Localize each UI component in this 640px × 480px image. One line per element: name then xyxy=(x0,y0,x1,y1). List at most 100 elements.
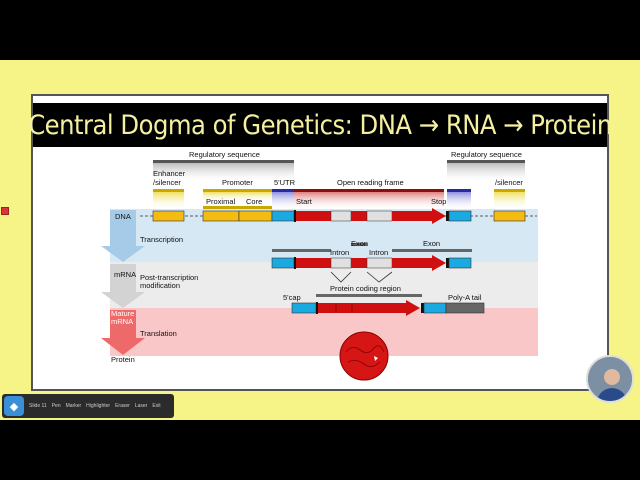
stop-label: Stop xyxy=(431,197,447,206)
dna-arrow xyxy=(101,210,145,262)
dna-label: DNA xyxy=(115,212,131,221)
mature-band xyxy=(110,308,538,356)
proximal-bar xyxy=(203,206,239,209)
core-bar xyxy=(239,206,272,209)
mature-label-1: Mature xyxy=(111,309,135,318)
slide-title-bar: Central Dogma of Genetics: DNA → RNA → P… xyxy=(28,103,612,147)
mature-utr3 xyxy=(423,302,447,314)
pcr-bar xyxy=(316,294,422,297)
protein-blob xyxy=(339,331,389,381)
dna-enhancer xyxy=(152,210,185,222)
protein-fold-line xyxy=(345,345,385,367)
core-label: Core xyxy=(246,197,263,206)
presenter-avatar-icon xyxy=(588,357,632,401)
enhancer-fade xyxy=(153,192,184,210)
mrna-label: mRNA xyxy=(114,270,137,279)
toolbar-item-exit[interactable]: Exit xyxy=(152,403,161,409)
toolbar-item-highlighter[interactable]: Highlighter xyxy=(86,403,111,409)
dna-intron1 xyxy=(330,210,352,222)
mrna-stop-mark xyxy=(446,258,449,268)
enhancer-label-2: /silencer xyxy=(153,178,181,187)
protein-detail xyxy=(374,356,378,361)
promoter-fade xyxy=(203,192,272,202)
mrna-exon1 xyxy=(294,258,331,268)
premrna-exon2-bar xyxy=(351,243,367,246)
enhancer-bar xyxy=(153,189,184,192)
protein-label: Protein xyxy=(111,355,135,364)
dna-utr5 xyxy=(271,210,295,222)
mrna-intron1 xyxy=(330,257,352,269)
toolbar-item-slide[interactable]: Slide 11 xyxy=(29,403,47,409)
cap-label: 5'cap xyxy=(283,293,301,302)
proximal-label: Proximal xyxy=(206,197,236,206)
orf-label: Open reading frame xyxy=(337,178,404,187)
mrna-utr5 xyxy=(271,257,295,269)
utr3-fade xyxy=(447,192,471,210)
start-label: Start xyxy=(296,197,312,206)
utr5-label: 5'UTR xyxy=(274,178,296,187)
mature-stop-mark xyxy=(421,303,424,313)
regulatory-right-fade xyxy=(447,163,525,183)
regulatory-left-label: Regulatory sequence xyxy=(189,150,260,159)
intron-splice-2 xyxy=(366,271,393,283)
mrna-utr3 xyxy=(448,257,472,269)
silencer-right-label: /silencer xyxy=(495,178,523,187)
utr3-bar xyxy=(447,189,471,192)
dna-proximal xyxy=(202,210,240,222)
mrna-band xyxy=(110,262,538,308)
regulatory-left-bar xyxy=(153,160,294,163)
utr5-fade xyxy=(272,192,294,210)
mature-coding-arrow xyxy=(316,300,420,316)
premrna-exon3-bar xyxy=(392,249,472,252)
dna-silencer-right xyxy=(493,210,526,222)
mature-label-2: mRNA xyxy=(111,317,134,326)
dna-intron2 xyxy=(366,210,393,222)
polya-label: Poly-A tail xyxy=(448,293,482,302)
polya-tail xyxy=(445,302,485,314)
premrna-exon1-bar xyxy=(272,249,331,252)
dna-stop-mark xyxy=(446,211,449,221)
side-toggle-button[interactable] xyxy=(1,207,9,215)
silencer-right-fade xyxy=(494,192,525,210)
orf-fade xyxy=(294,192,444,210)
promoter-bar xyxy=(203,189,272,192)
dna-exon1 xyxy=(294,211,331,221)
promoter-label: Promoter xyxy=(222,178,253,187)
exon-label-1: Exon xyxy=(351,239,369,248)
dna-utr3 xyxy=(448,210,472,222)
transcription-label: Transcription xyxy=(140,235,184,244)
regulatory-right-bar xyxy=(447,160,525,163)
mrna-arrow xyxy=(101,264,145,308)
mrna-intron2 xyxy=(366,257,393,269)
tooth-icon[interactable]: ◆ xyxy=(4,396,24,416)
regulatory-left-fade xyxy=(153,163,294,183)
post-transcription-label-1: Post-transcription xyxy=(140,273,199,282)
mrna-exon3-arrow xyxy=(392,255,446,271)
intron-label-1: Intron xyxy=(330,248,350,257)
orf-bar xyxy=(294,189,444,192)
mature-utr5 xyxy=(291,302,317,314)
intron-label-2: Intron xyxy=(369,248,389,257)
regulatory-right-label: Regulatory sequence xyxy=(451,150,522,159)
post-transcription-label-2: modification xyxy=(140,281,181,290)
pcr-label: Protein coding region xyxy=(330,284,401,293)
translation-label: Translation xyxy=(140,329,177,338)
enhancer-label-1: Enhancer xyxy=(153,169,186,178)
slide-title: Central Dogma of Genetics: DNA → RNA → P… xyxy=(28,109,612,141)
dna-exon2 xyxy=(351,211,367,221)
presentation-toolbar: ◆ Slide 11 Pen Marker Highlighter Eraser… xyxy=(2,394,174,418)
mrna-exon2 xyxy=(351,258,367,268)
toolbar-item-marker[interactable]: Marker xyxy=(65,403,82,409)
dna-core xyxy=(238,210,273,222)
toolbar-item-pen[interactable]: Pen xyxy=(51,403,61,409)
toolbar-item-laser[interactable]: Laser xyxy=(134,403,148,409)
utr5-bar xyxy=(272,189,294,192)
exon-label-2: Exon xyxy=(423,239,441,248)
intron-splice-1 xyxy=(330,271,352,283)
silencer-right-bar xyxy=(494,189,525,192)
presenter-webcam xyxy=(586,355,634,403)
dna-exon3-arrow xyxy=(392,208,446,224)
mature-arrow xyxy=(101,310,145,355)
toolbar-item-eraser[interactable]: Eraser xyxy=(115,403,130,409)
